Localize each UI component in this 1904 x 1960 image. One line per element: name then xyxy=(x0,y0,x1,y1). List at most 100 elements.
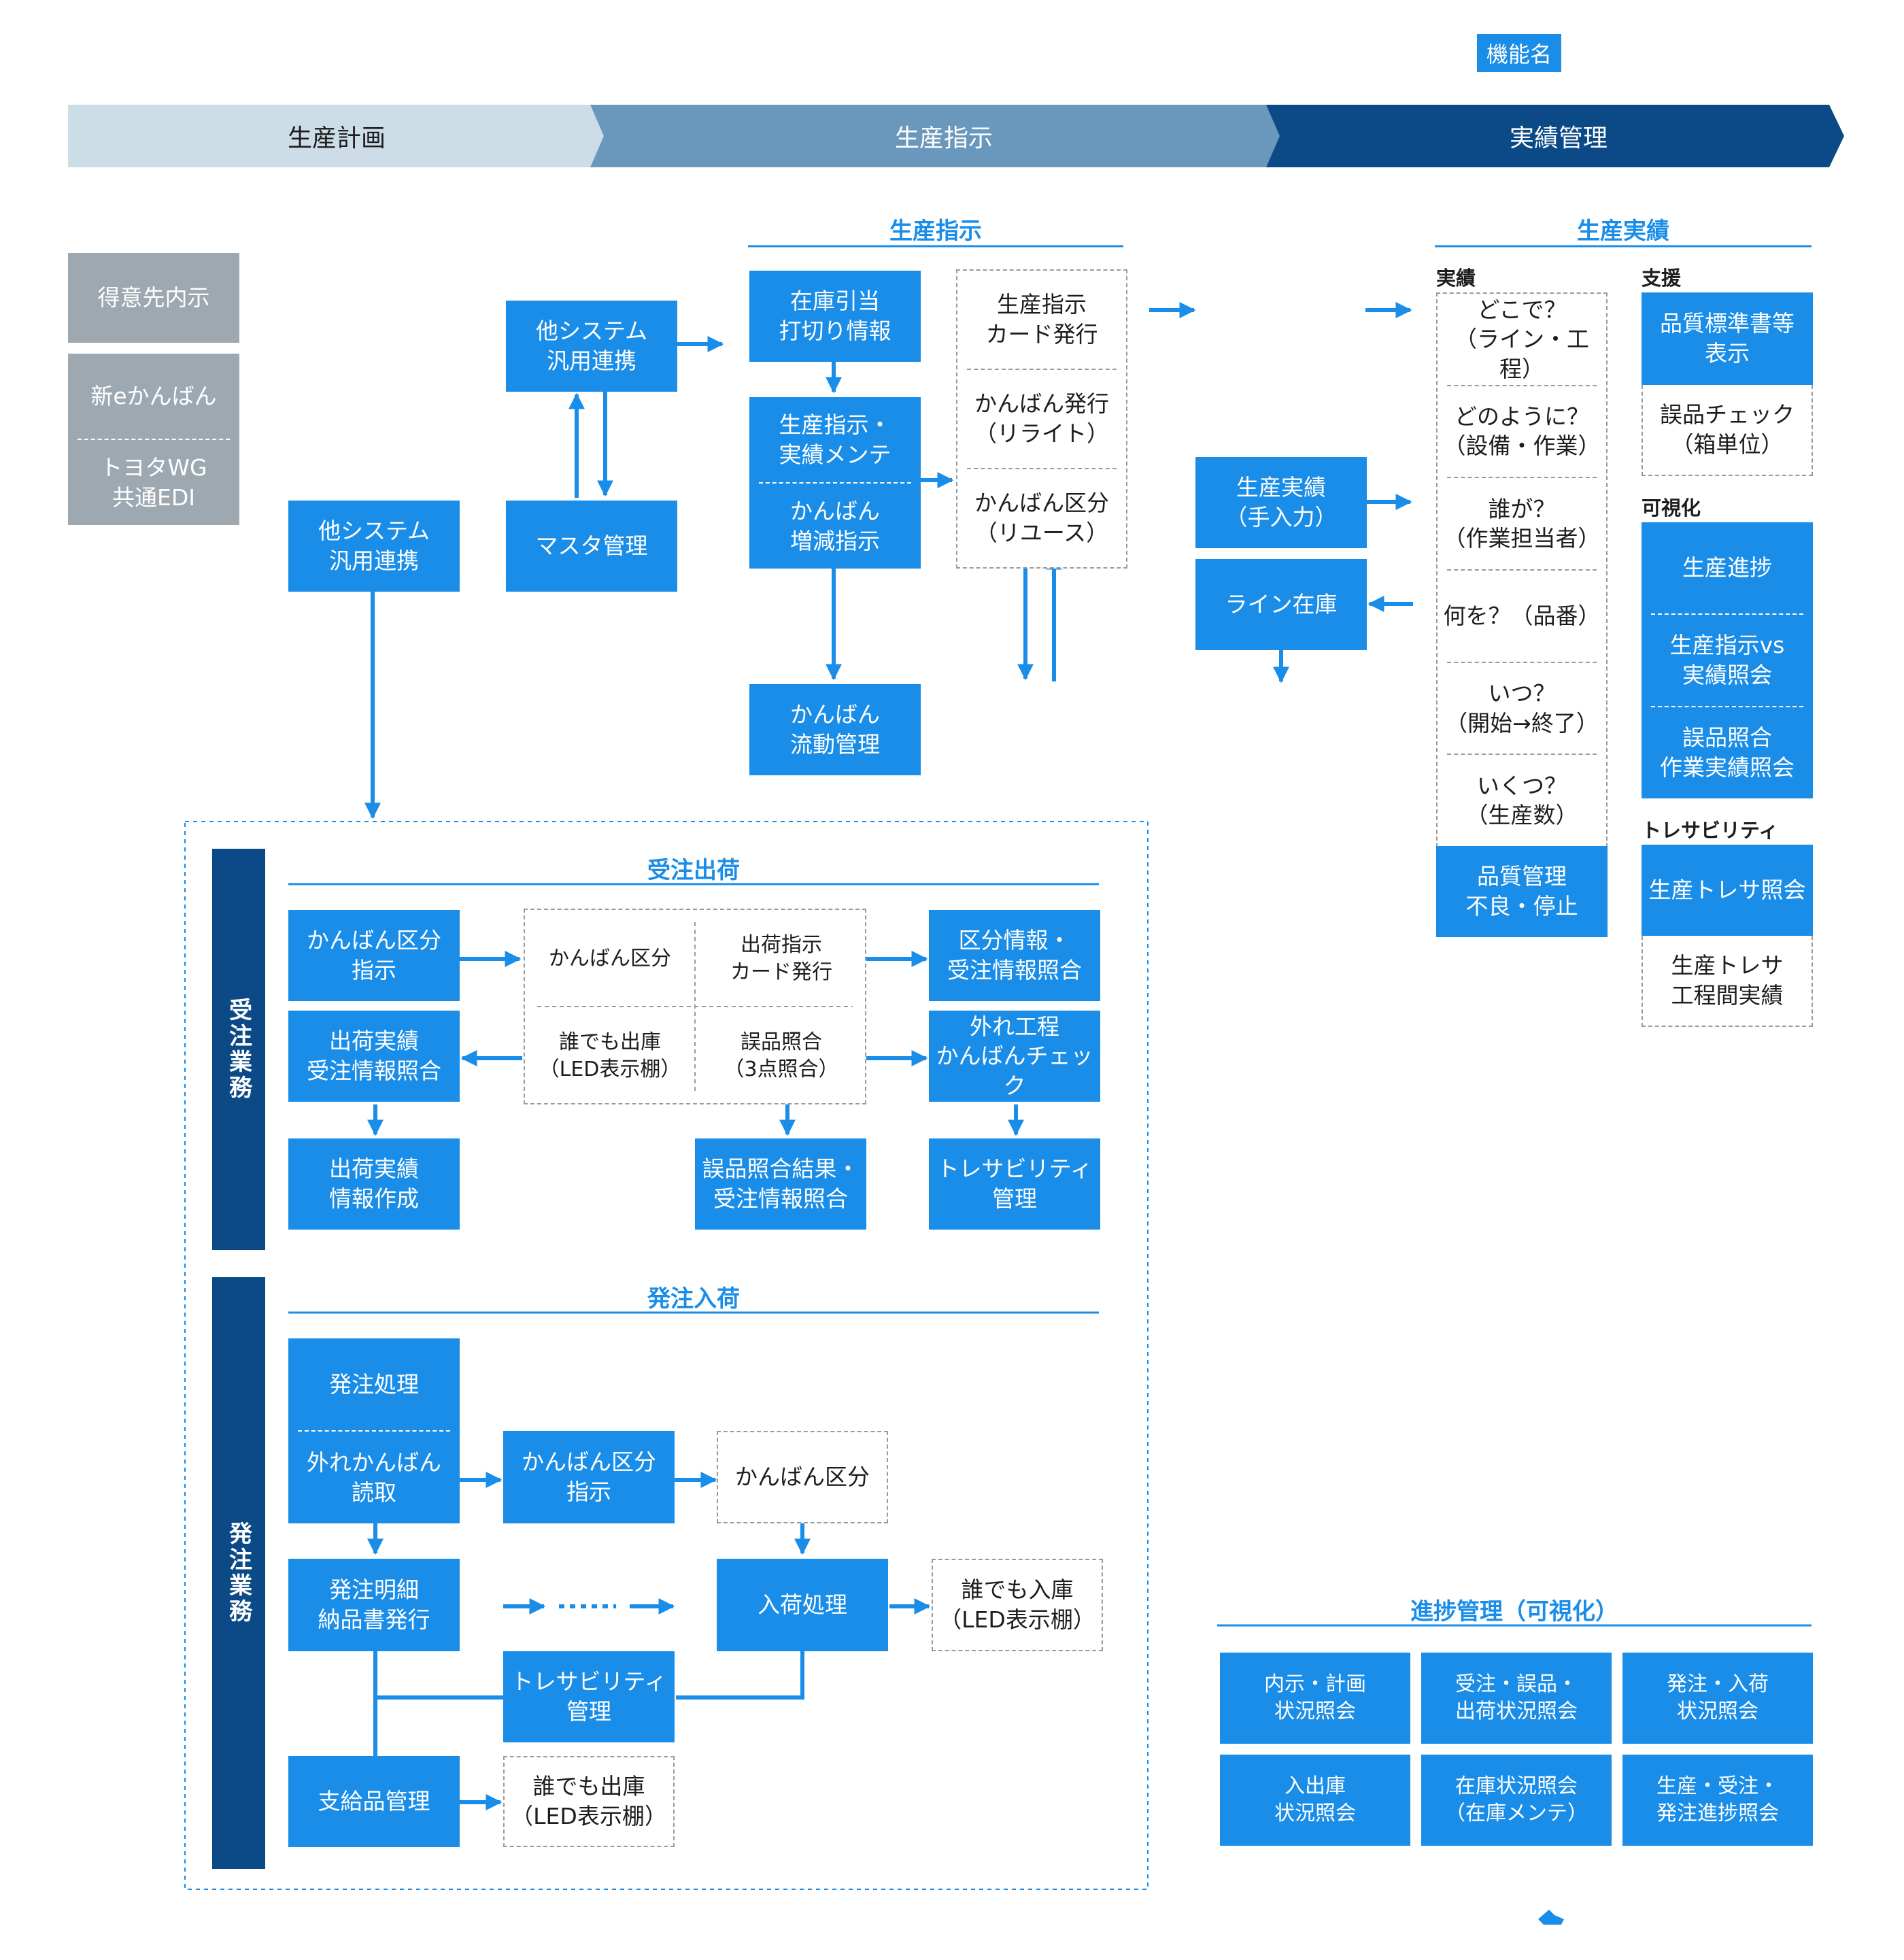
order-area-frame xyxy=(184,821,1149,1890)
phase-plan-shape xyxy=(68,105,611,167)
phase-instruction-label: 生産指示 xyxy=(894,124,993,152)
purchase-kanban-instruction: かんばん区分 指示 xyxy=(503,1431,675,1523)
results-item-group: どこで？ （ライン・工程） どのように？ （設備・作業） 誰が？ （作業担当者）… xyxy=(1436,292,1608,847)
grid-anyone-out: 誰でも出庫 （LED表示棚） xyxy=(539,1030,681,1081)
divider xyxy=(759,482,911,484)
manual-production-result: 生産実績 （手入力） xyxy=(1195,457,1367,548)
quality-management: 品質管理 不良・停止 xyxy=(1436,846,1608,937)
progress-overall: 生産・受注・ 発注進捗照会 xyxy=(1622,1755,1813,1846)
shipment-grid-lines xyxy=(537,922,853,1091)
grid-shipment-card: 出荷指示 カード発行 xyxy=(730,933,832,984)
grid-wrong-part-check: 誤品照合 （3点照合） xyxy=(724,1030,839,1081)
divider xyxy=(967,369,1117,370)
production-trace-query: 生産トレサ照会 xyxy=(1642,845,1813,936)
orders-traceability: トレサビリティ 管理 xyxy=(929,1138,1100,1230)
line-detail-trace-receive xyxy=(373,1651,503,1700)
results-item-how: どのように？ （設備・作業） xyxy=(1443,403,1601,460)
divider xyxy=(967,468,1117,469)
line-trace-receive xyxy=(676,1651,804,1700)
orders-vertical-label: 受注業務 xyxy=(212,849,265,1250)
other-system-upper: 他システム 汎用連携 xyxy=(506,301,677,392)
legend-function-name: 機能名 xyxy=(1477,34,1561,72)
divider xyxy=(1447,569,1597,571)
divider xyxy=(1447,477,1597,479)
production-trace-process: 生産トレサ 工程間実績 xyxy=(1642,936,1813,1027)
divider xyxy=(78,439,230,440)
kanban-flow-management: かんばん 流動管理 xyxy=(749,684,921,775)
progress-section-title: 進捗管理（可視化） xyxy=(1410,1598,1618,1625)
results-col-visual: 可視化 xyxy=(1642,496,1701,520)
divider xyxy=(1447,384,1597,386)
wrong-part-check: 誤品チェック （箱単位） xyxy=(1642,385,1813,476)
kanban-change-instruction: かんばん 増減指示 xyxy=(790,497,880,554)
purchase-process-group: 発注処理 外れかんばん 読取 xyxy=(288,1338,460,1523)
production-progress: 生産進捗 xyxy=(1682,554,1772,581)
phase-plan-label: 生産計画 xyxy=(287,124,386,152)
anyone-receive-led: 誰でも入庫 （LED表示棚） xyxy=(932,1559,1103,1651)
phase-results-shape xyxy=(1266,105,1844,167)
divider xyxy=(1447,754,1597,756)
line-stock: ライン在庫 xyxy=(1195,559,1367,650)
master-management: マスタ管理 xyxy=(506,501,677,592)
orders-section-title: 受注出荷 xyxy=(647,857,740,884)
results-item-what: 何を？（品番） xyxy=(1443,603,1601,630)
instruction-maint-group: 生産指示・ 実績メンテ かんばん 増減指示 xyxy=(749,397,921,569)
progress-stock: 在庫状況照会 （在庫メンテ） xyxy=(1421,1755,1612,1846)
divider xyxy=(298,1430,450,1432)
wrong-part-result-query: 誤品照合結果・ 受注情報照合 xyxy=(695,1138,866,1230)
other-system-lower: 他システム 汎用連携 xyxy=(288,501,460,592)
card-issue-group: 生産指示 カード発行 かんばん発行 （リライト） かんばん区分 （リユース） xyxy=(956,269,1127,569)
divider xyxy=(1651,613,1803,615)
source-toyota-edi: トヨタWG 共通EDI xyxy=(100,454,207,511)
instruction-vs-result: 生産指示vs 実績照会 xyxy=(1669,632,1785,688)
visualization-group: 生産進捗 生産指示vs 実績照会 誤品照合 作業実績照会 xyxy=(1642,522,1813,798)
anyone-out-led: 誰でも出庫 （LED表示棚） xyxy=(503,1756,675,1847)
progress-forecast-plan: 内示・計画 状況照会 xyxy=(1220,1653,1410,1744)
kanban-reuse: かんばん区分 （リユース） xyxy=(974,490,1109,546)
results-col-trace: トレサビリティ xyxy=(1642,819,1779,842)
out-process-kanban-check: 外れ工程 かんばんチェック xyxy=(929,1011,1100,1102)
source-new-e-kanban: 新eかんばん xyxy=(90,382,217,409)
results-item-where: どこで？ （ライン・工程） xyxy=(1455,296,1589,382)
order-detail-delivery: 発注明細 納品書発行 xyxy=(288,1559,460,1651)
source-edi-group: 新eかんばん トヨタWG 共通EDI xyxy=(68,354,239,525)
divider xyxy=(1447,661,1597,663)
wrong-part-work-result: 誤品照合 作業実績照会 xyxy=(1660,724,1795,781)
instruction-card-issue: 生産指示 カード発行 xyxy=(985,291,1098,348)
progress-in-out: 入出庫 状況照会 xyxy=(1220,1755,1410,1846)
instruction-result-maint: 生産指示・ 実績メンテ xyxy=(779,411,891,468)
quality-standard-display: 品質標準書等 表示 xyxy=(1642,292,1813,385)
progress-order-wrong-ship: 受注・誤品・ 出荷状況照会 xyxy=(1421,1653,1612,1744)
supplied-parts-management: 支給品管理 xyxy=(288,1756,460,1847)
results-item-howmany: いくつ？ （生産数） xyxy=(1465,772,1578,829)
progress-purchase-receive: 発注・入荷 状況照会 xyxy=(1622,1653,1813,1744)
source-customer-forecast: 得意先内示 xyxy=(68,253,239,343)
out-kanban-read: 外れかんばん 読取 xyxy=(307,1449,441,1506)
purchase-kanban-division: かんばん区分 xyxy=(717,1431,888,1523)
shipment-grid: かんばん区分 出荷指示 カード発行 誰でも出庫 （LED表示棚） 誤品照合 （3… xyxy=(524,909,866,1104)
phase-results-label: 実績管理 xyxy=(1509,124,1608,152)
instruction-section-title: 生産指示 xyxy=(889,218,982,245)
purchase-vertical-label: 発注業務 xyxy=(212,1277,265,1869)
divider xyxy=(1651,706,1803,707)
results-item-who: 誰が？ （作業担当者） xyxy=(1443,495,1601,552)
results-col-actual: 実績 xyxy=(1436,267,1476,290)
purchase-traceability: トレサビリティ 管理 xyxy=(503,1651,675,1742)
kanban-division-instruction: かんばん区分 指示 xyxy=(288,910,460,1001)
purchase-process: 発注処理 xyxy=(329,1370,419,1398)
purchase-section-title: 発注入荷 xyxy=(647,1285,740,1313)
results-section-title: 生産実績 xyxy=(1577,218,1669,245)
results-item-when: いつ？ （開始→終了） xyxy=(1445,679,1599,737)
grid-kanban-division: かんばん区分 xyxy=(549,947,671,971)
stock-cutoff-info: 在庫引当 打切り情報 xyxy=(749,271,921,362)
corner-mark-icon xyxy=(1538,1910,1564,1925)
shipment-info-create: 出荷実績 情報作成 xyxy=(288,1138,460,1230)
results-col-support: 支援 xyxy=(1642,267,1682,290)
shipment-order-query: 出荷実績 受注情報照合 xyxy=(288,1011,460,1102)
division-order-info-query: 区分情報・ 受注情報照合 xyxy=(929,910,1100,1001)
kanban-rewrite: かんばん発行 （リライト） xyxy=(974,390,1109,447)
phase-instruction-shape xyxy=(590,105,1287,167)
receiving-process: 入荷処理 xyxy=(717,1559,888,1651)
